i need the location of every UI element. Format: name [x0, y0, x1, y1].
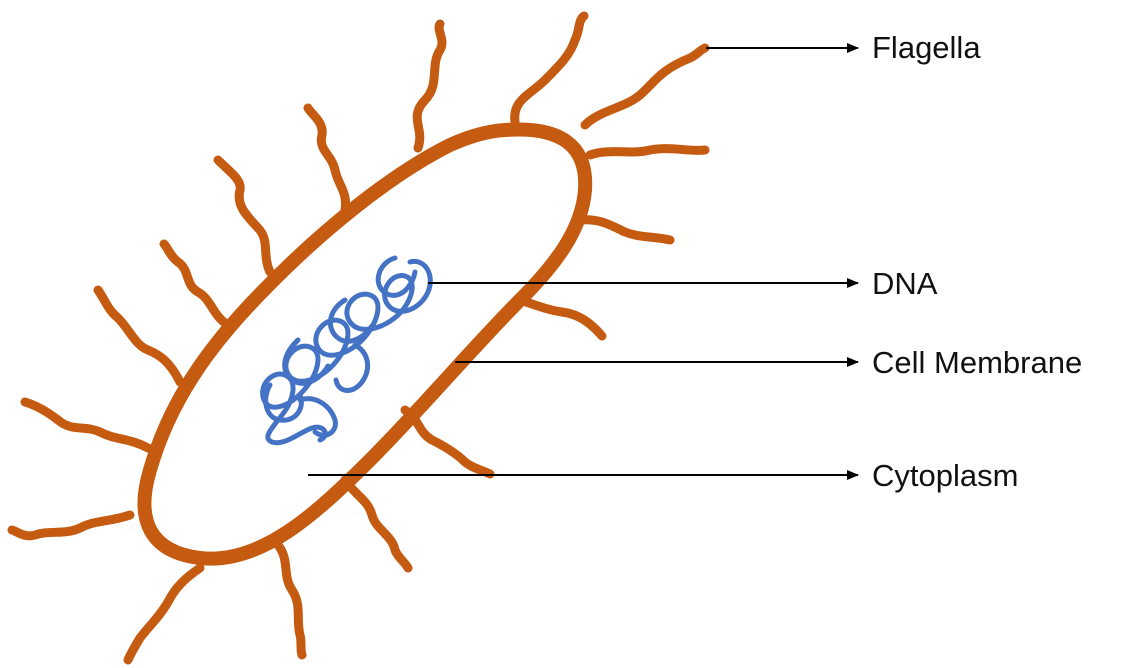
flagellum	[164, 244, 228, 325]
flagellum	[218, 160, 270, 272]
dna-strand	[266, 258, 415, 420]
flagellum	[580, 220, 670, 240]
label-dna: DNA	[872, 266, 938, 301]
flagellum	[520, 300, 602, 336]
flagellum	[25, 402, 148, 448]
flagellum	[585, 48, 705, 125]
flagellum	[308, 108, 346, 210]
flagellum	[590, 149, 705, 155]
flagellum	[417, 24, 442, 148]
label-cell-membrane: Cell Membrane	[872, 345, 1082, 380]
flagellum	[98, 290, 180, 382]
dna-strand	[300, 345, 368, 435]
label-flagella: Flagella	[872, 30, 981, 65]
flagellum	[345, 480, 408, 568]
flagellum	[515, 16, 584, 122]
label-cytoplasm: Cytoplasm	[872, 458, 1018, 493]
flagellum	[128, 568, 200, 660]
flagellum	[278, 545, 302, 655]
flagellum	[12, 515, 130, 536]
cell-membrane-outline	[144, 129, 585, 558]
